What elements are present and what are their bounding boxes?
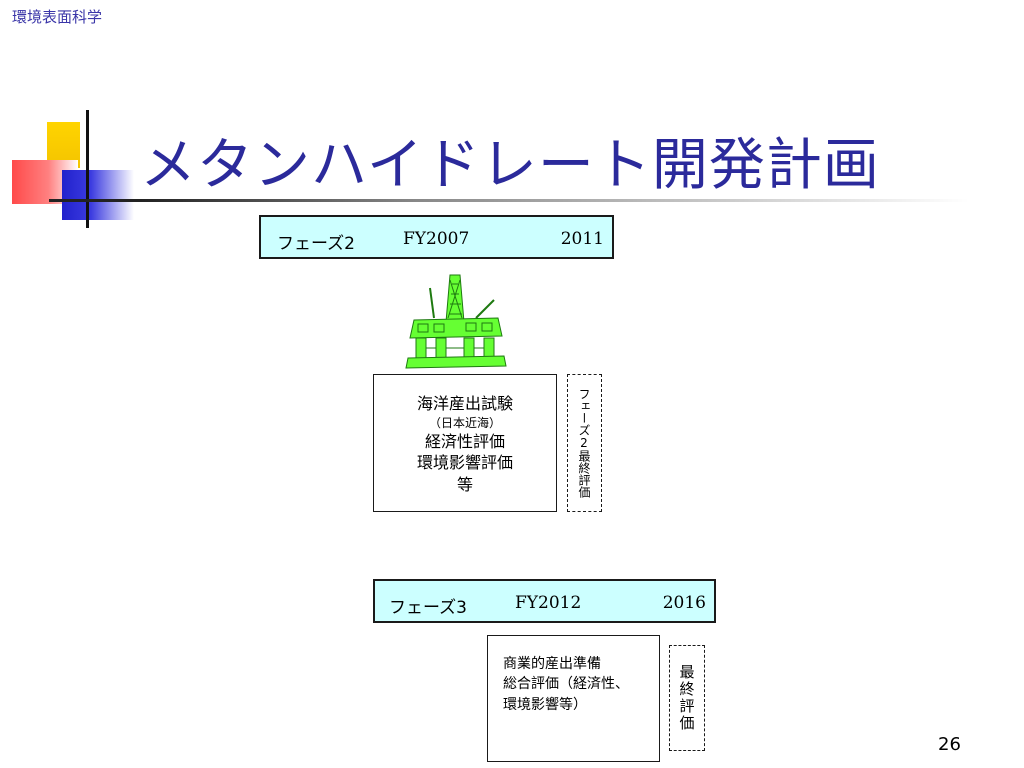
phase2-content-box: 海洋産出試験 （日本近海） 経済性評価 環境影響評価 等 <box>373 374 557 512</box>
phase2-content-line: 環境影響評価 <box>416 453 513 473</box>
phase3-fy-start: FY2012 <box>515 593 582 613</box>
course-label: 環境表面科学 <box>12 8 103 26</box>
phase2-content-line: 海洋産出試験 <box>416 394 513 413</box>
phase2-content-line: 経済性評価 <box>424 431 505 451</box>
phase3-header: フェーズ3 FY2012 2016 <box>373 579 716 623</box>
phase2-final-eval-box: フェーズ2最終評価 <box>567 374 602 512</box>
phase3-final-eval-box: 最終評価 <box>669 645 705 751</box>
phase3-content-line: 総合評価（経済性、 <box>503 676 629 693</box>
phase3-content-line: 環境影響等） <box>503 696 587 713</box>
phase3-final-eval-label: 最終評価 <box>677 664 696 732</box>
phase2-content-line: 等 <box>456 474 473 494</box>
phase2-final-eval-label: フェーズ2最終評価 <box>577 388 591 498</box>
deco-vertical-line <box>86 110 89 228</box>
phase2-name: フェーズ2 <box>277 234 355 254</box>
phase2-content-line: （日本近海） <box>428 415 501 430</box>
phase2-fy-end: 2011 <box>560 229 604 249</box>
offshore-drilling-rig-icon <box>404 270 508 370</box>
phase3-content-line: 商業的産出準備 <box>503 656 601 672</box>
slide-title: メタンハイドレート開発計画 <box>140 133 880 198</box>
phase2-header: フェーズ2 FY2007 2011 <box>259 215 614 259</box>
deco-blue-block <box>62 170 134 220</box>
phase2-fy-start: FY2007 <box>403 229 470 249</box>
phase3-content-box: 商業的産出準備 総合評価（経済性、 環境影響等） <box>487 635 660 762</box>
phase3-fy-end: 2016 <box>662 593 706 613</box>
page-number: 26 <box>938 734 961 755</box>
phase3-name: フェーズ3 <box>389 598 467 618</box>
title-underline <box>49 199 969 202</box>
